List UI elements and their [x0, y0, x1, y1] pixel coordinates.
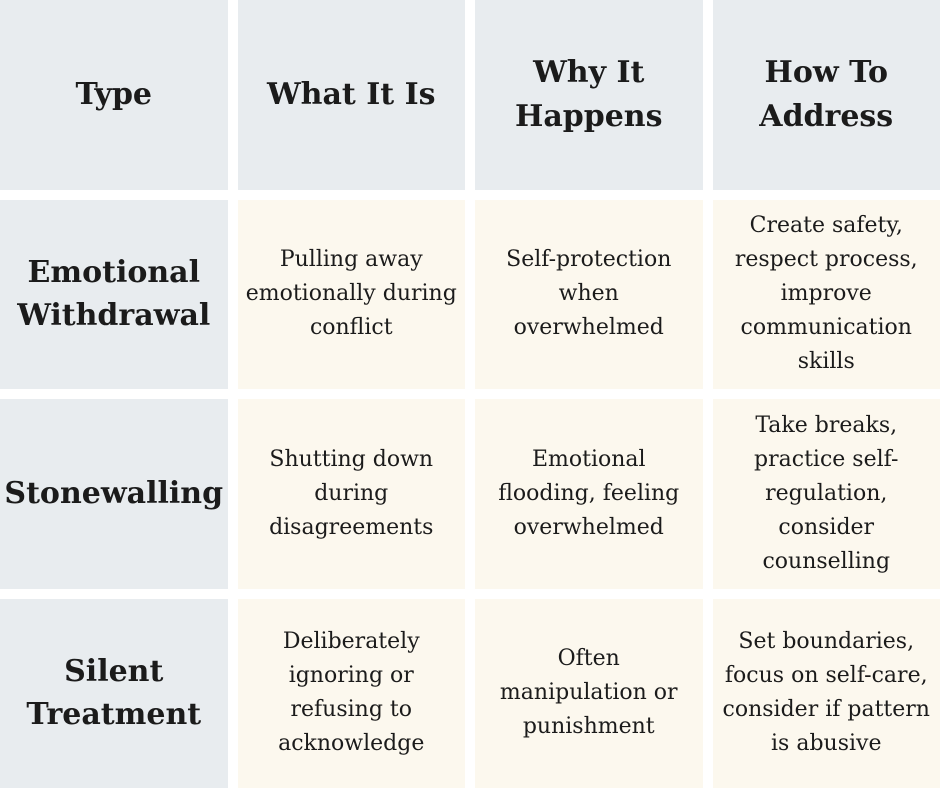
row-label-emotional-withdrawal: Emotional Withdrawal [0, 199, 228, 389]
cell-silent-treatment-how: Set boundaries, focus on self-care, cons… [712, 598, 940, 788]
cell-stonewalling-what: Shutting down during disagreements [237, 399, 465, 589]
header-cell-how-to-address: How To Address [712, 0, 940, 190]
header-cell-why-it-happens: Why It Happens [475, 0, 703, 190]
row-label-silent-treatment: Silent Treatment [0, 598, 228, 788]
cell-stonewalling-how: Take breaks, practice self- regulation, … [712, 399, 940, 589]
cell-emotional-withdrawal-how: Create safety, respect process, improve … [712, 199, 940, 389]
header-cell-what-it-is: What It Is [237, 0, 465, 190]
header-cell-type: Type [0, 0, 228, 190]
row-label-stonewalling: Stonewalling [0, 399, 228, 589]
cell-silent-treatment-why: Often manipulation or punishment [475, 598, 703, 788]
cell-emotional-withdrawal-what: Pulling away emotionally during conflict [237, 199, 465, 389]
cell-stonewalling-why: Emotional flooding, feeling overwhelmed [475, 399, 703, 589]
cell-emotional-withdrawal-why: Self-protection when overwhelmed [475, 199, 703, 389]
cell-silent-treatment-what: Deliberately ignoring or refusing to ack… [237, 598, 465, 788]
